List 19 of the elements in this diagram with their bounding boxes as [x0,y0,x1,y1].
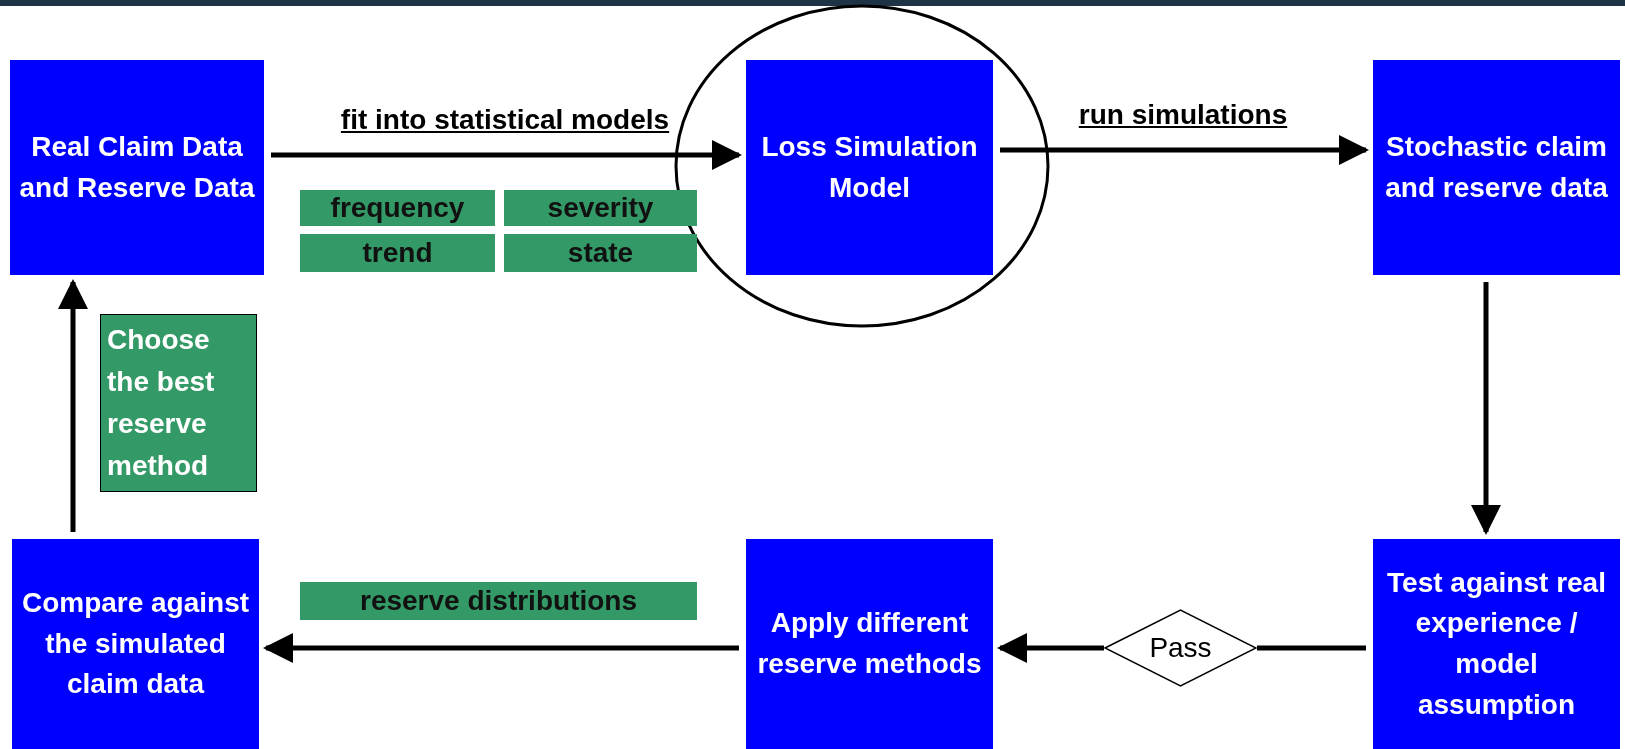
arrow [263,633,739,663]
tag-label: state [504,234,697,272]
arrow [271,140,742,170]
decision-label: Pass [1149,630,1212,665]
process-box: Loss Simulation Model [746,60,993,275]
arrow [58,279,88,532]
arrow [1000,135,1369,165]
arrow [1471,282,1501,535]
process-box: Compare against the simulated claim data [12,539,259,749]
tag-label: severity [504,190,697,226]
note-box: Choose the best reserve method [100,314,257,492]
tag-label: frequency [300,190,495,226]
tag-label: trend [300,234,495,272]
process-box: Apply different reserve methods [746,539,993,749]
process-box: Real Claim Data and Reserve Data [10,60,264,275]
process-box: Test against real experience / model assumption [1373,539,1620,749]
tag-label: reserve distributions [300,582,697,620]
process-box: Stochastic claim and reserve data [1373,60,1620,275]
arrow [997,633,1104,663]
